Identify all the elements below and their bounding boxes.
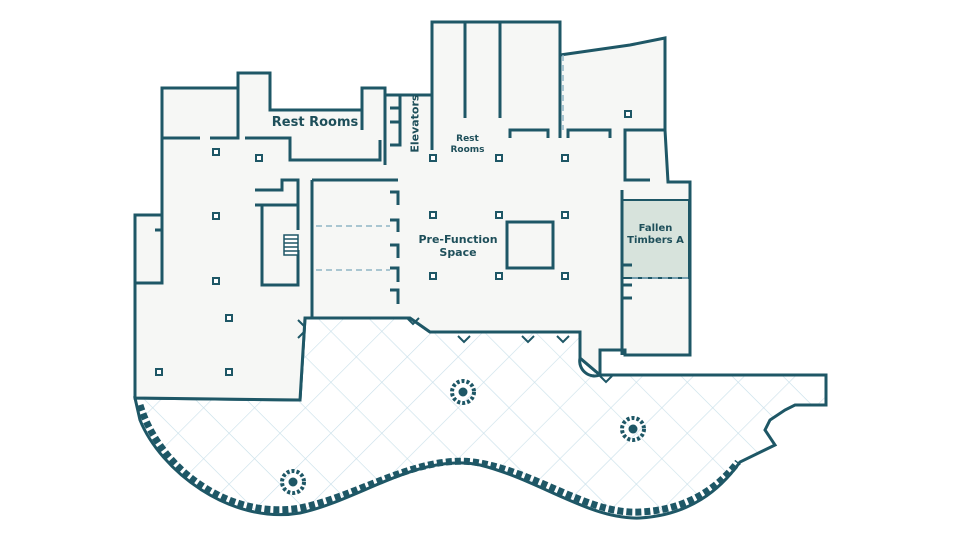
label-pre-function-line1: Pre-Function: [418, 233, 498, 246]
label-pre-function-line2: Space: [439, 246, 477, 260]
stairs-icon: [283, 234, 299, 256]
label-fallen-timbers-line1: Fallen: [638, 223, 673, 234]
fountain-icon: [280, 469, 306, 495]
interior-walls: [135, 22, 665, 378]
label-rest-rooms-main: Rest Rooms: [271, 115, 359, 130]
columns: [155, 110, 632, 376]
label-rest-rooms-small-line2: Rooms: [450, 144, 485, 155]
label-rest-rooms-small-line1: Rest: [456, 134, 479, 144]
label-elevators: Elevators: [408, 94, 422, 153]
terrace-balustrade: [136, 403, 741, 516]
fountain-icon: [450, 379, 476, 405]
doors: [297, 317, 613, 384]
terrace: [133, 316, 828, 520]
label-fallen-timbers-line2: Timbers A: [627, 235, 684, 246]
label-rest-rooms-small: Rest Rooms: [440, 134, 495, 156]
dashed-partitions: [316, 55, 690, 279]
label-pre-function-space: Pre-Function Space: [408, 233, 508, 259]
building-floor: [133, 20, 692, 402]
fountain-icon: [620, 416, 646, 442]
label-fallen-timbers-a[interactable]: Fallen Timbers A: [622, 223, 689, 247]
